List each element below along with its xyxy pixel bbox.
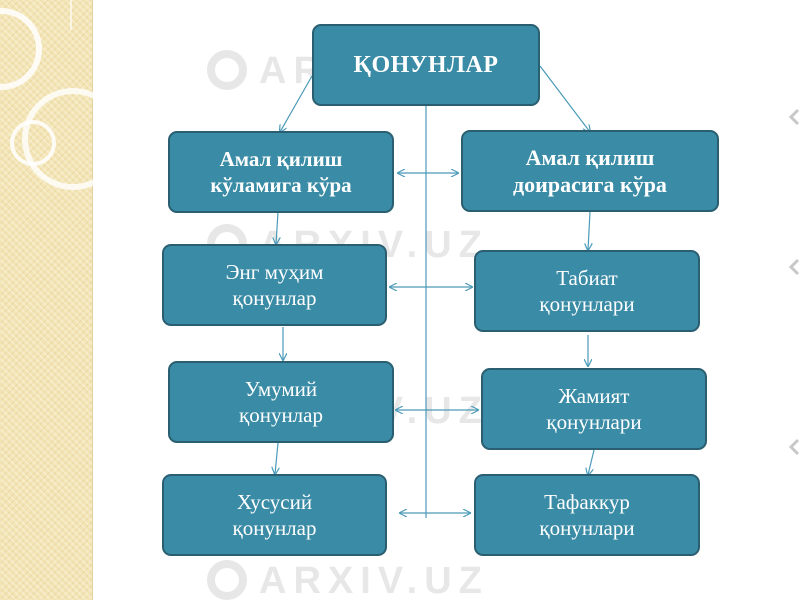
root-node-label: ҚОНУНЛАР [354,50,499,80]
arrow-root-to-left [280,76,312,132]
left-header-node: Амал қилиш кўламига кўра [168,131,394,213]
left-node-1: Энг муҳим қонунлар [162,244,387,326]
right-node-2: Жамият қонунлари [481,368,707,450]
right-node-label: Жамият қонунлари [546,383,641,436]
right-node-label: Тафаккур қонунлари [539,489,634,542]
left-node-label: Хусусий қонунлар [233,489,317,542]
right-node-1: Табиат қонунлари [474,250,700,332]
right-node-3: Тафаккур қонунлари [474,474,700,556]
arrow-right-3 [588,450,594,475]
right-node-label: Табиат қонунлари [539,265,634,318]
arrow-left-3 [275,443,278,474]
left-node-3: Хусусий қонунлар [162,474,387,556]
arrow-root-to-right [540,66,590,132]
left-node-label: Умумий қонунлар [239,376,323,429]
left-node-2: Умумий қонунлар [168,361,394,443]
arrow-left-1 [276,212,278,244]
root-node: ҚОНУНЛАР [312,24,540,106]
right-header-node: Амал қилиш доирасига кўра [461,130,719,212]
left-node-label: Энг муҳим қонунлар [226,259,324,312]
left-header-label: Амал қилиш кўламига кўра [210,146,351,199]
right-header-label: Амал қилиш доирасига кўра [513,144,667,199]
arrow-right-1 [588,212,590,250]
